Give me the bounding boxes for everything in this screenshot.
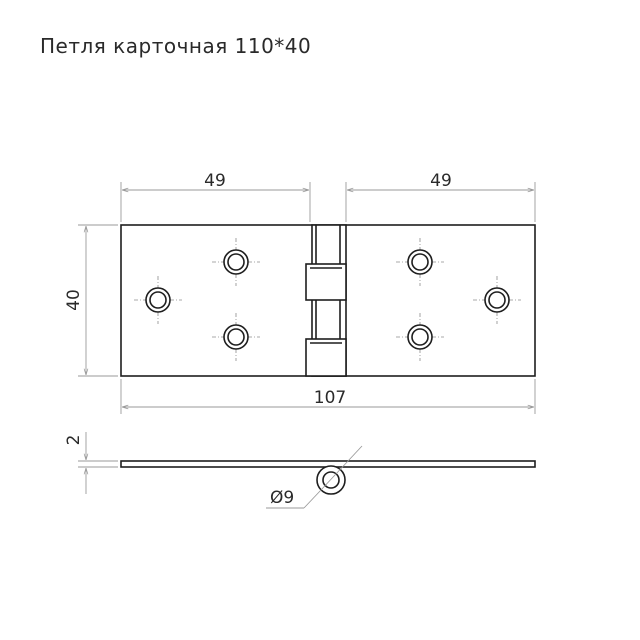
hinge-top-view bbox=[120, 224, 536, 377]
dimension-right-leaf-label: 49 bbox=[430, 171, 452, 191]
mounting-hole bbox=[212, 238, 260, 286]
mounting-hole bbox=[396, 313, 444, 361]
dimension-height: 40 bbox=[64, 224, 118, 377]
dimension-knuckle-diameter: Ø9 bbox=[266, 445, 363, 509]
mounting-holes bbox=[134, 238, 521, 361]
mounting-hole bbox=[134, 276, 182, 324]
mounting-hole bbox=[396, 238, 444, 286]
dimension-thickness: 2 bbox=[64, 432, 118, 494]
hinge-knuckle bbox=[305, 224, 347, 377]
hinge-side-view bbox=[120, 460, 536, 495]
dimension-height-label: 40 bbox=[64, 289, 84, 311]
dimension-diameter-label: Ø9 bbox=[270, 488, 294, 508]
dimension-right-leaf-width: 49 bbox=[345, 171, 536, 222]
dimension-thickness-label: 2 bbox=[64, 435, 84, 446]
mounting-hole bbox=[473, 276, 521, 324]
mounting-hole bbox=[212, 313, 260, 361]
dimension-left-leaf-width: 49 bbox=[120, 171, 311, 222]
page-title: Петля карточная 110*40 bbox=[40, 34, 312, 58]
dimension-total-length: 107 bbox=[120, 379, 536, 414]
dimension-left-leaf-label: 49 bbox=[204, 171, 226, 191]
knuckle-segment-upper bbox=[305, 263, 347, 301]
dimension-total-length-label: 107 bbox=[314, 388, 346, 408]
knuckle-segment-lower bbox=[305, 338, 347, 377]
